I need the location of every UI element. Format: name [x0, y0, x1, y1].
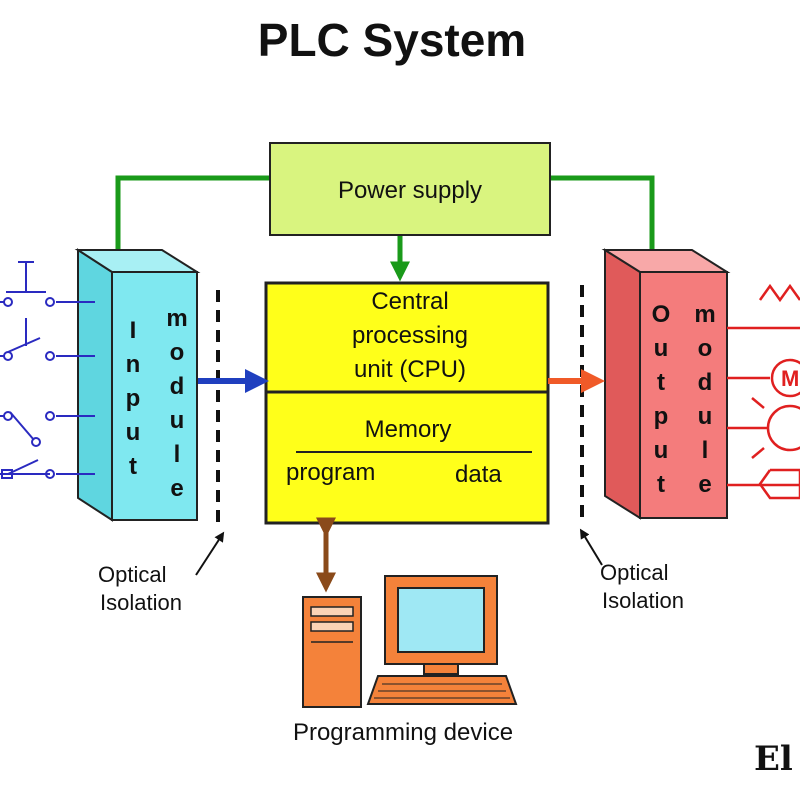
memory-label: Memory: [365, 416, 452, 443]
computer-monitor-icon: [384, 575, 498, 675]
toggle-switch-icon: [0, 459, 55, 479]
input-module-word2-letter: m: [166, 305, 187, 332]
lamp-icon: [751, 397, 800, 459]
motor-icon: M: [770, 358, 800, 398]
output-module-word1-letter: t: [657, 471, 665, 498]
optical-isolation-left-line1: Optical: [98, 562, 166, 587]
output-module-word2-letter: l: [702, 437, 709, 464]
memory-program-label: program: [286, 459, 375, 486]
input-module-word1-letter: u: [126, 419, 141, 446]
optical-isolation-right-line2: Isolation: [602, 588, 684, 613]
input-module-word2-letter: o: [170, 339, 185, 366]
input-module-word2-letter: e: [170, 475, 183, 502]
normally-open-switch-icon: [0, 318, 55, 361]
output-devices: M: [727, 283, 800, 500]
keyboard-icon: [366, 675, 518, 705]
input-module-word2-letter: l: [174, 441, 181, 468]
memory-data-label: data: [455, 461, 502, 488]
power-to-input-arrow: [108, 175, 270, 270]
optical-isolation-label-right: Optical Isolation: [579, 528, 684, 613]
optical-isolation-label-left: Optical Isolation: [98, 531, 225, 615]
output-module-word1-letter: u: [654, 335, 669, 362]
output-module-word1-letter: O: [652, 301, 671, 328]
input-module-word1-letter: I: [130, 317, 137, 344]
output-module-word2-letter: e: [698, 471, 711, 498]
output-module-word1-letter: p: [654, 403, 669, 430]
limit-switch-icon: [0, 411, 55, 447]
input-switches: [0, 261, 95, 479]
cpu-box: Central processing unit (CPU) Memory pro…: [264, 281, 550, 525]
power-supply-label: Power supply: [338, 177, 482, 204]
power-supply-box: Power supply: [269, 142, 551, 236]
optical-isolation-right-line1: Optical: [600, 560, 668, 585]
output-module-word1-letter: u: [654, 437, 669, 464]
diagram-title: PLC System: [258, 14, 526, 66]
output-module-word2-letter: o: [698, 335, 713, 362]
push-button-switch-icon: [0, 261, 55, 307]
power-to-output-arrow: [550, 175, 662, 270]
programming-device-label: Programming device: [293, 719, 513, 746]
motor-label: M: [781, 366, 799, 391]
input-module-word2-letter: d: [170, 373, 185, 400]
input-module-word2-letter: u: [170, 407, 185, 434]
alarm-horn-icon: [758, 283, 800, 303]
cpu-label-line3: unit (CPU): [354, 356, 466, 383]
output-module-word2-letter: d: [698, 369, 713, 396]
output-module-word2-letter: u: [698, 403, 713, 430]
output-module-word2-letter: m: [694, 301, 715, 328]
power-wiring: [108, 175, 662, 282]
logo-mark: El: [754, 739, 793, 779]
solenoid-icon: [758, 468, 800, 500]
cpu-label-line2: processing: [352, 322, 468, 349]
computer-tower-icon: [302, 596, 362, 708]
input-module-word1-letter: t: [129, 453, 137, 480]
input-module-word1-letter: p: [126, 385, 141, 412]
optical-isolation-left-line2: Isolation: [100, 590, 182, 615]
input-module-word1-letter: n: [126, 351, 141, 378]
output-module-word1-letter: t: [657, 369, 665, 396]
cpu-label-line1: Central: [371, 288, 448, 315]
programming-device: Programming device: [293, 575, 518, 746]
